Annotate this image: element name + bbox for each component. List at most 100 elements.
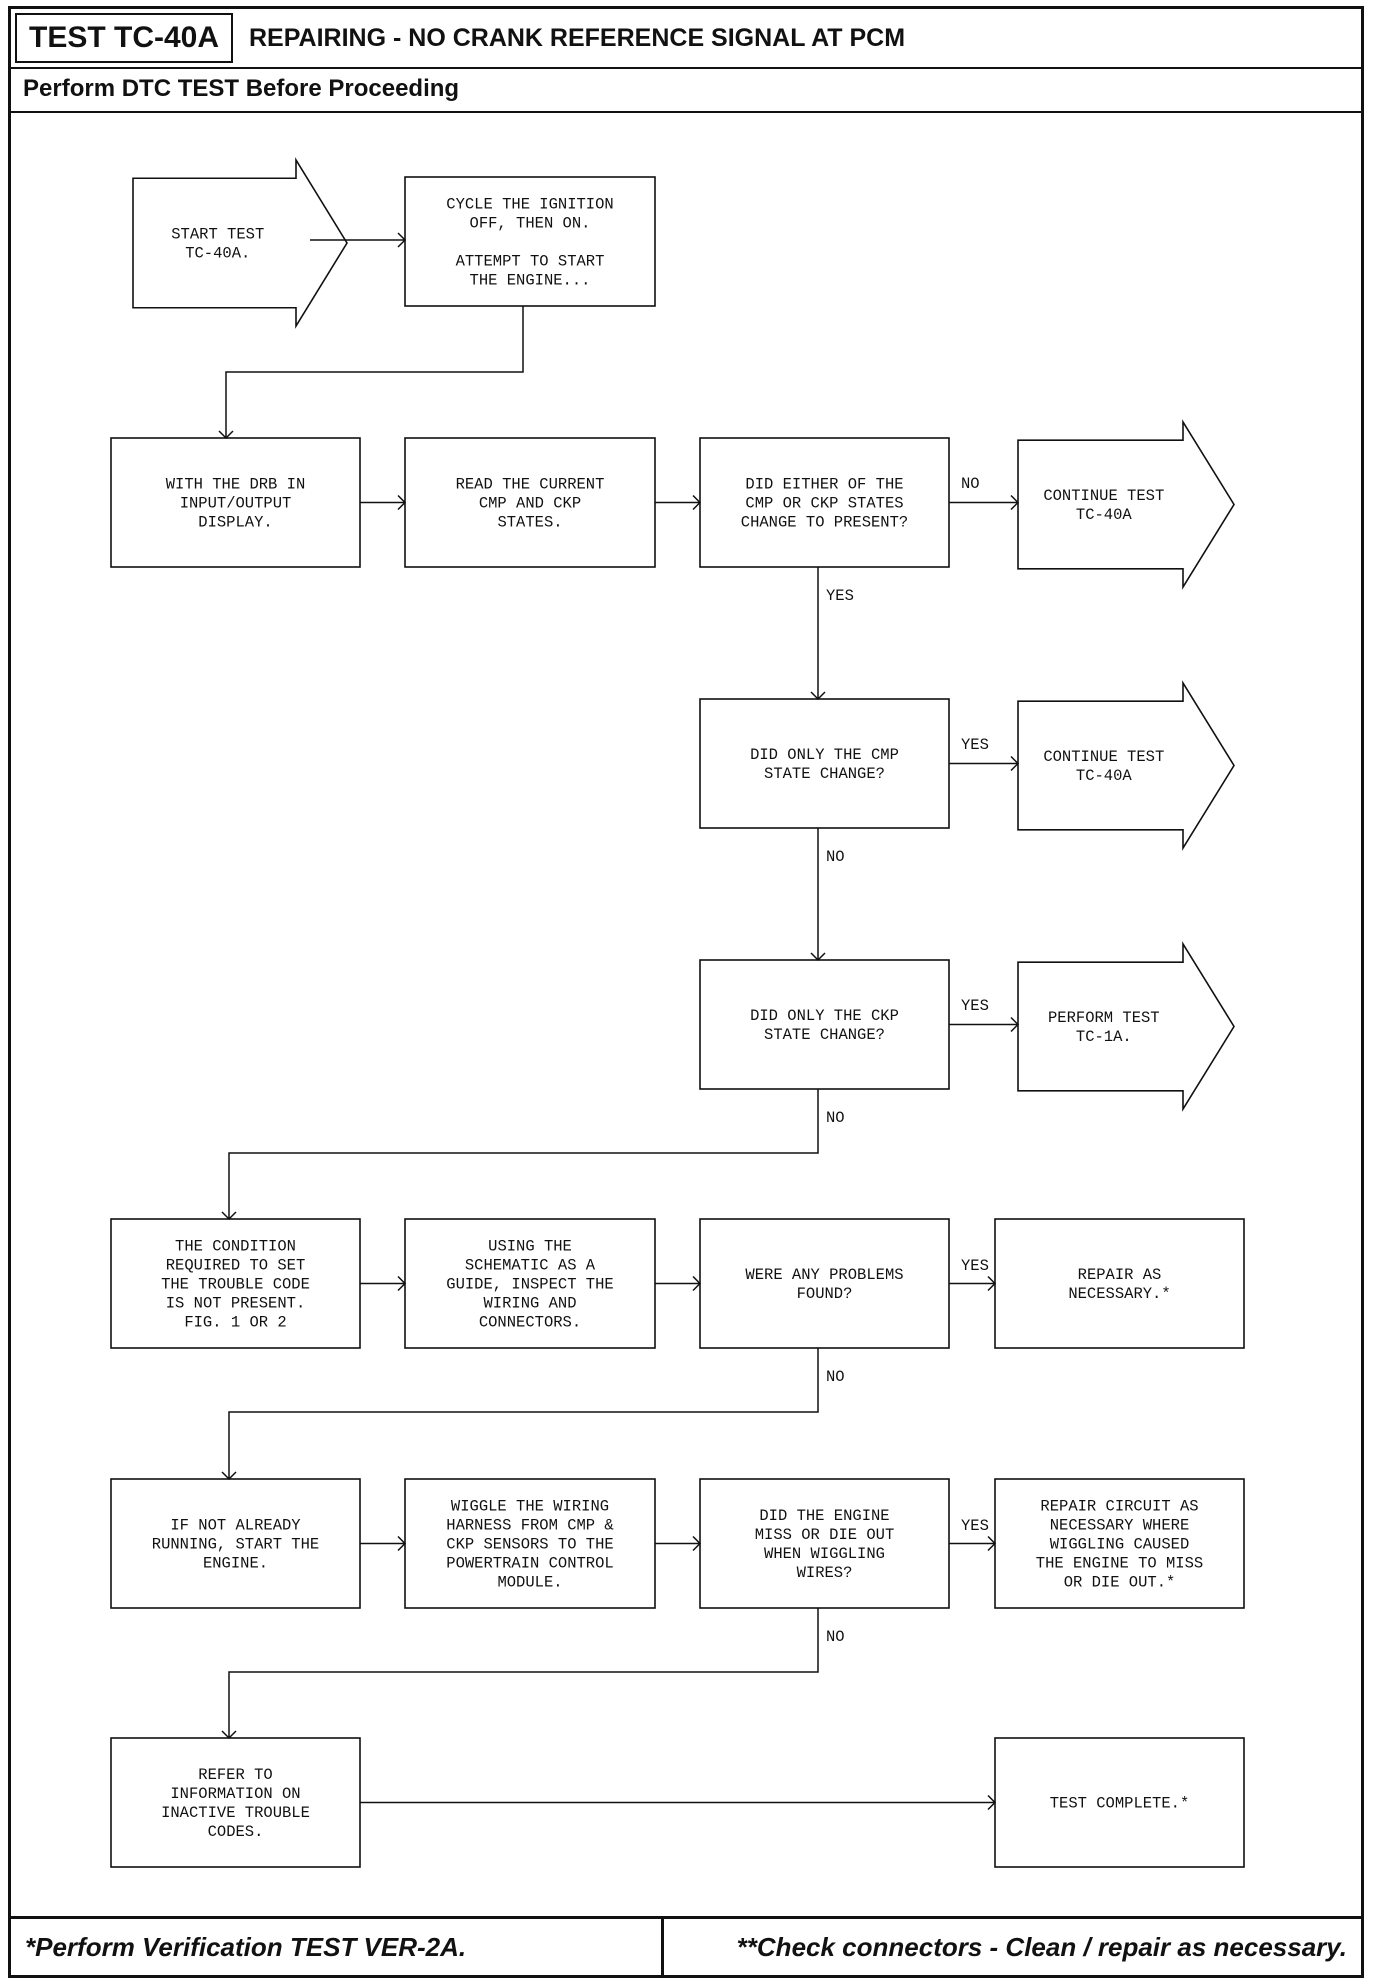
node-text-line: WITH THE DRB IN: [166, 476, 306, 494]
node-text-line: ENGINE.: [203, 1555, 268, 1573]
arrow-head: [221, 1730, 237, 1740]
node-text-line: ATTEMPT TO START: [456, 253, 605, 271]
node-text-line: TC-1A.: [1076, 1028, 1132, 1046]
node-text-line: CONNECTORS.: [479, 1314, 581, 1332]
node-text-line: OR DIE OUT.*: [1064, 1574, 1176, 1592]
node-text-line: THE ENGINE TO MISS: [1036, 1555, 1203, 1573]
node-text-line: TC-40A.: [185, 245, 250, 263]
edge-label: NO: [826, 1368, 845, 1386]
node-text-line: WIGGLE THE WIRING: [451, 1498, 609, 1516]
edge-label: NO: [826, 848, 845, 866]
arrow-shape: [1017, 680, 1235, 851]
box-shape: [994, 1218, 1245, 1349]
node-text-line: REQUIRED TO SET: [166, 1257, 306, 1275]
arrow-head: [1010, 494, 1020, 511]
node-text-line: TC-40A: [1076, 506, 1133, 524]
test-id-label: TEST TC-40A: [15, 13, 234, 63]
node-text-line: INACTIVE TROUBLE: [161, 1804, 310, 1822]
node-text-line: READ THE CURRENT: [456, 476, 605, 494]
connector-line: [228, 1348, 819, 1479]
node-text-line: SCHEMATIC AS A: [465, 1257, 596, 1275]
connector-line: [225, 306, 524, 438]
prerequisite-note: Perform DTC TEST Before Proceeding: [23, 75, 460, 102]
box-shape: [110, 1478, 361, 1609]
node-text-line: TEST COMPLETE.*: [1050, 1795, 1190, 1813]
node-text-line: DID ONLY THE CKP: [750, 1007, 899, 1025]
header-bar: TEST TC-40A REPAIRING - NO CRANK REFEREN…: [11, 9, 1361, 69]
node-text-line: THE TROUBLE CODE: [161, 1276, 310, 1294]
node-text-line: DID EITHER OF THE: [745, 476, 903, 494]
prerequisite-bar: Perform DTC TEST Before Proceeding: [11, 67, 1361, 113]
arrow-head: [692, 494, 702, 511]
node-text-line: OFF, THEN ON.: [470, 215, 591, 233]
node-text-line: STATES.: [497, 514, 562, 532]
box-shape: [404, 1218, 656, 1349]
edge-label: YES: [961, 1517, 989, 1535]
edge-label: YES: [961, 997, 989, 1015]
node-text-line: MODULE.: [497, 1574, 562, 1592]
node-text-line: RUNNING, START THE: [152, 1536, 319, 1554]
footer-verification-note: *Perform Verification TEST VER-2A.: [25, 1932, 467, 1962]
node-text-line: GUIDE, INSPECT THE: [446, 1276, 613, 1294]
edge-label: NO: [826, 1628, 845, 1646]
edge-label: YES: [961, 1257, 989, 1275]
node-text-line: REPAIR AS: [1078, 1266, 1162, 1284]
node-text-line: DISPLAY.: [198, 514, 272, 532]
box-shape: [110, 437, 361, 568]
arrow-head: [987, 1794, 997, 1811]
box-shape: [110, 1737, 361, 1868]
arrow-head: [218, 430, 234, 440]
arrow-head: [692, 1275, 702, 1292]
box-shape: [699, 959, 950, 1090]
node-text-line: CONTINUE TEST: [1043, 748, 1164, 766]
edge-label: NO: [826, 1109, 845, 1127]
arrow-shape: [1017, 419, 1235, 590]
box-shape: [994, 1478, 1245, 1609]
arrow-head: [397, 1535, 407, 1552]
connector-line: [228, 1608, 819, 1738]
node-text-line: WIRING AND: [483, 1295, 576, 1313]
node-text-line: PERFORM TEST: [1048, 1009, 1160, 1027]
node-text-line: REFER TO: [198, 1766, 272, 1784]
arrow-head: [1010, 1016, 1020, 1033]
edge-label: YES: [961, 736, 989, 754]
arrow-head: [397, 1275, 407, 1292]
node-text-line: INFORMATION ON: [170, 1785, 300, 1803]
node-text-line: DID ONLY THE CMP: [750, 746, 899, 764]
node-text-line: CONTINUE TEST: [1043, 487, 1164, 505]
node-text-line: FOUND?: [797, 1285, 853, 1303]
node-text-line: START TEST: [171, 226, 264, 244]
flow-edge-ckp-to-cond: [228, 1089, 819, 1219]
edge-label: NO: [961, 475, 980, 493]
arrow-head: [810, 952, 826, 962]
arrow-head: [987, 1275, 997, 1292]
node-text-line: THE CONDITION: [175, 1238, 296, 1256]
box-shape: [699, 1218, 950, 1349]
node-text-line: CKP SENSORS TO THE: [446, 1536, 613, 1554]
arrow-head: [692, 1535, 702, 1552]
node-text-line: WIRES?: [797, 1564, 853, 1582]
flow-node-complete: TEST COMPLETE.*: [994, 1737, 1245, 1868]
node-text-line: CODES.: [208, 1823, 264, 1841]
node-text-line: INPUT/OUTPUT: [180, 495, 292, 513]
node-text-line: WHEN WIGGLING: [764, 1545, 885, 1563]
node-text-line: POWERTRAIN CONTROL: [446, 1555, 613, 1573]
